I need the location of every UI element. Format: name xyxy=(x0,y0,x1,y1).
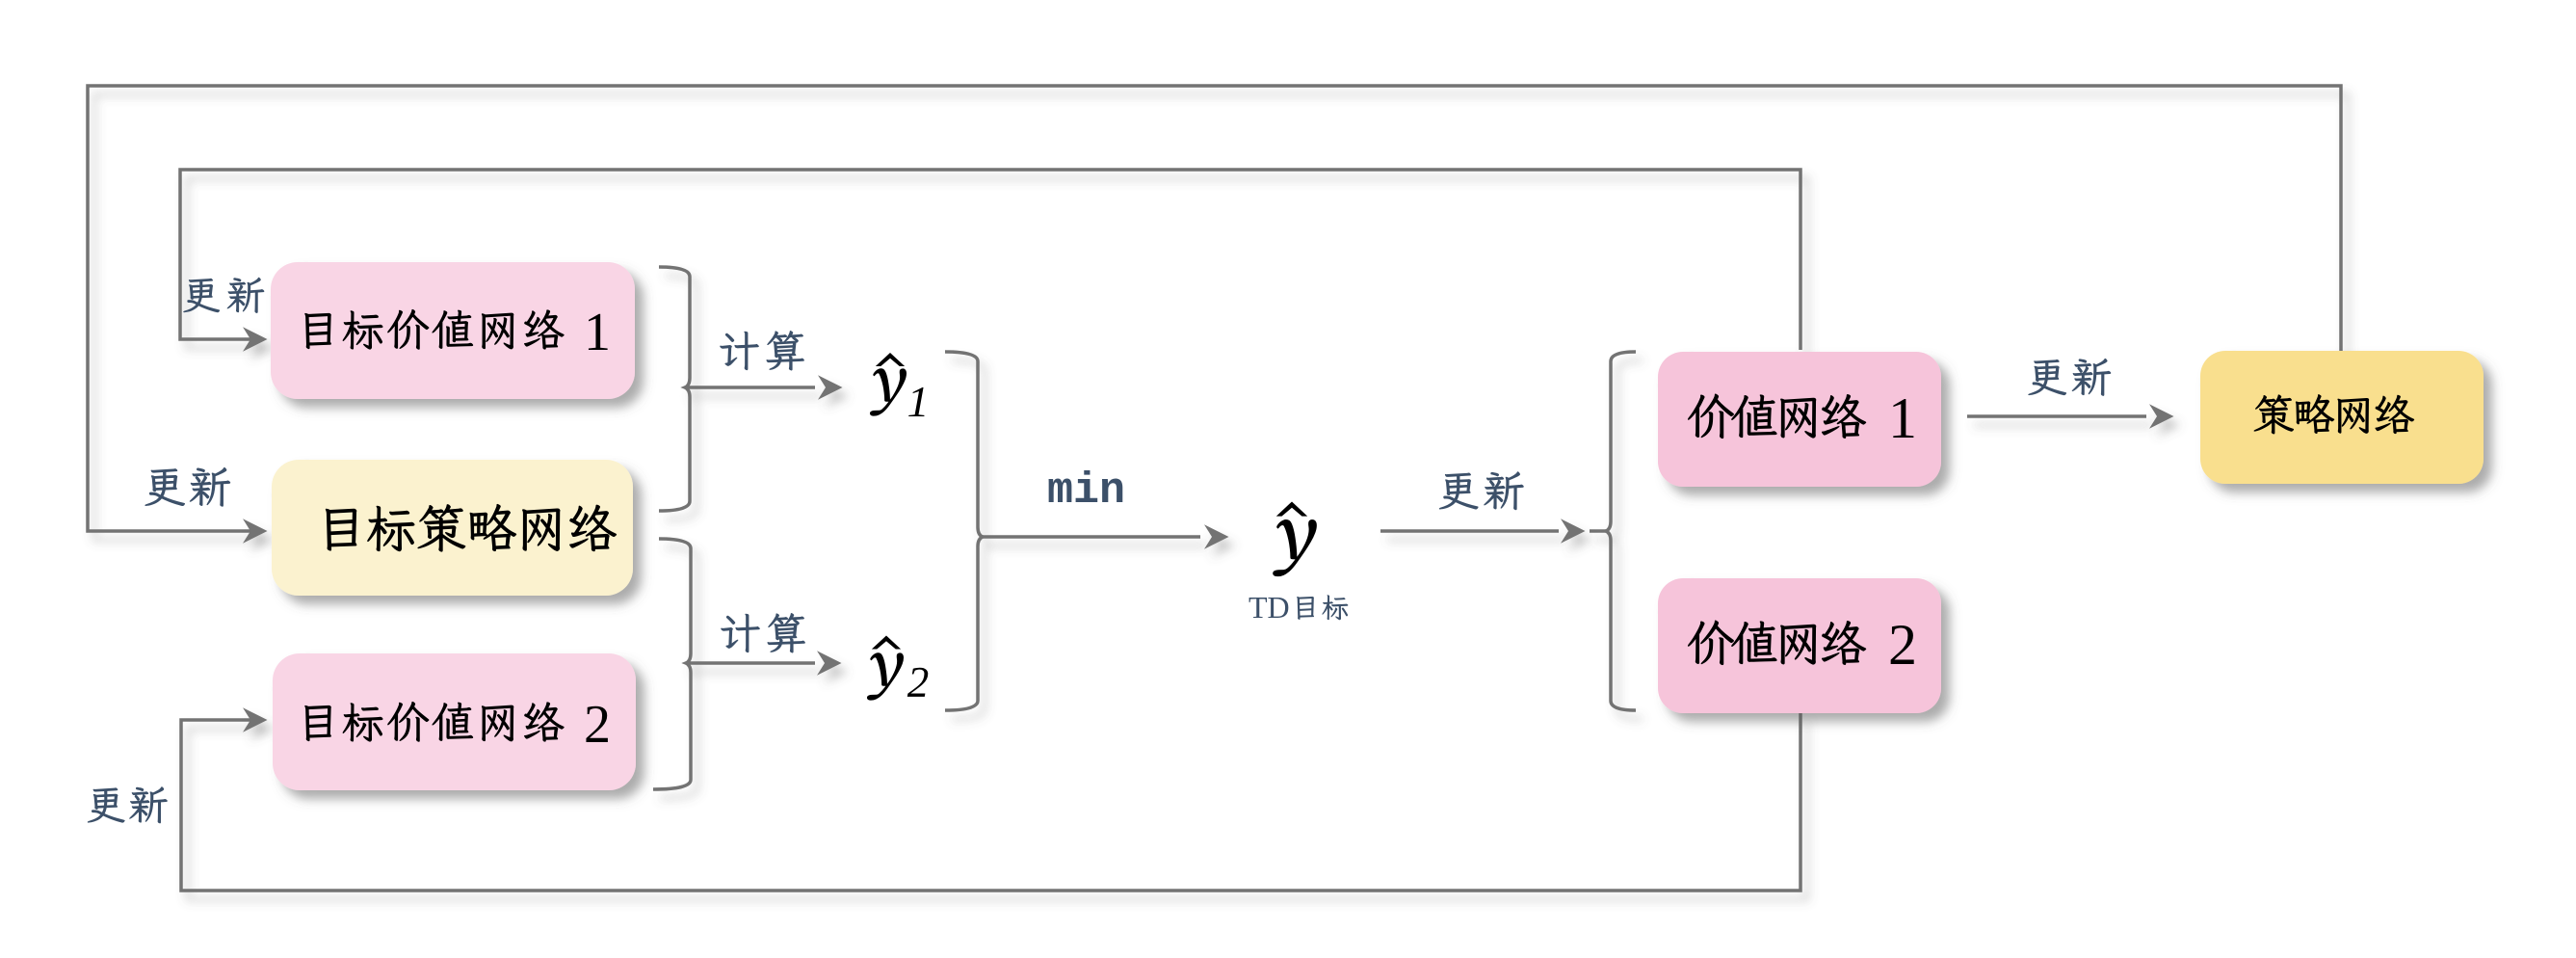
svg-text:1: 1 xyxy=(907,377,930,426)
svg-text:min: min xyxy=(1047,466,1125,516)
svg-text:1: 1 xyxy=(1888,386,1917,450)
svg-text:2: 2 xyxy=(584,695,611,755)
svg-text:2: 2 xyxy=(907,658,930,706)
svg-text:TD: TD xyxy=(1249,590,1290,625)
svg-text:1: 1 xyxy=(584,303,611,362)
svg-text:2: 2 xyxy=(1888,613,1917,677)
